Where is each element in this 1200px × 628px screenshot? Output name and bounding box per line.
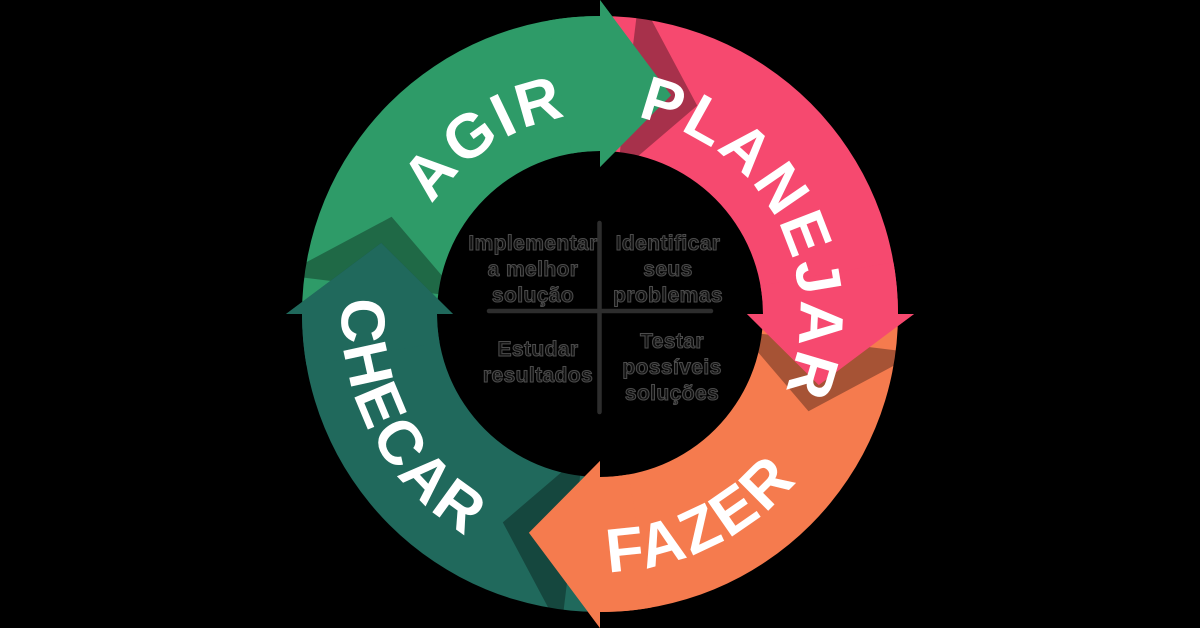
- description-line: Implementar: [468, 232, 598, 256]
- description-line: solução: [491, 284, 575, 308]
- planejar-description: Identificar seus problemas: [568, 231, 768, 309]
- fazer-description: Testar possíveis soluções: [572, 329, 772, 407]
- description-line: Testar: [640, 330, 704, 354]
- description-line: possíveis: [622, 356, 722, 380]
- checar-description: Estudar resultados: [438, 337, 638, 389]
- description-line: resultados: [482, 364, 594, 388]
- checar-arrowhead: [286, 242, 453, 366]
- description-line: seus: [643, 258, 693, 282]
- agir-arrowhead: [548, 0, 672, 167]
- description-line: problemas: [613, 284, 723, 308]
- description-line: a melhor: [487, 258, 579, 282]
- description-line: Estudar: [497, 338, 579, 362]
- description-line: soluções: [624, 382, 720, 406]
- planejar-arrowhead: [747, 262, 914, 386]
- description-line: Identificar: [615, 232, 721, 256]
- agir-description: Implementar a melhor solução: [433, 231, 633, 309]
- fazer-arrowhead: [528, 461, 652, 628]
